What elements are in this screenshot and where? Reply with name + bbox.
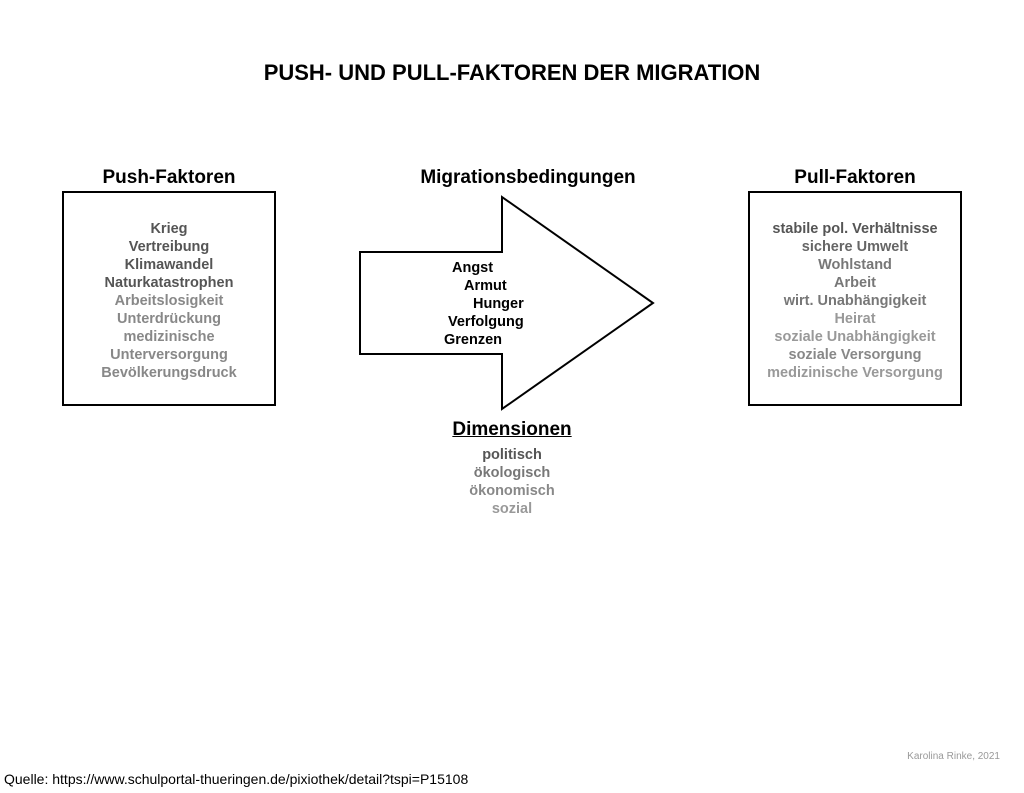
push-factor-item: Arbeitslosigkeit	[114, 293, 224, 309]
condition-item: Hunger	[473, 296, 524, 312]
push-factors-box: Krieg Vertreibung Klimawandel Naturkatas…	[62, 191, 276, 406]
condition-item: Verfolgung	[448, 314, 524, 330]
push-factor-item: Naturkatastrophen	[104, 275, 234, 291]
push-factor-item: Unterdrückung	[117, 311, 221, 327]
push-factor-item: Krieg	[150, 221, 188, 237]
condition-item: Angst	[452, 260, 494, 276]
pull-factor-item: sichere Umwelt	[801, 239, 909, 255]
push-factor-item: Bevölkerungsdruck	[101, 365, 237, 381]
migration-heading: Migrationsbedingungen	[420, 167, 636, 188]
arrow-shape	[359, 195, 655, 411]
pull-factor-item: Heirat	[834, 311, 876, 327]
pull-factor-item: medizinische Versorgung	[767, 365, 943, 381]
dimension-list: politisch ökologisch ökonomisch sozial	[0, 446, 1024, 518]
pull-factor-item: soziale Unabhängigkeit	[774, 329, 936, 345]
push-factor-item: medizinische	[123, 329, 215, 345]
pull-factor-item: wirt. Unabhängigkeit	[783, 293, 927, 309]
pull-factor-item: Wohlstand	[818, 257, 892, 273]
source-citation: Quelle: https://www.schulportal-thuering…	[4, 771, 469, 787]
push-factor-list: Krieg Vertreibung Klimawandel Naturkatas…	[64, 220, 274, 382]
pull-heading: Pull-Faktoren	[794, 167, 916, 188]
dimension-item: sozial	[491, 501, 533, 517]
pull-factor-item: stabile pol. Verhältnisse	[772, 221, 938, 237]
pull-factor-item: soziale Versorgung	[788, 347, 922, 363]
push-heading: Push-Faktoren	[102, 167, 236, 188]
push-factor-item: Unterversorgung	[110, 347, 228, 363]
condition-item: Armut	[464, 278, 507, 294]
dimension-item: ökologisch	[473, 465, 551, 481]
condition-item: Grenzen	[444, 332, 503, 348]
dimension-item: politisch	[482, 447, 542, 463]
push-factor-item: Klimawandel	[124, 257, 214, 273]
author-credit: Karolina Rinke, 2021	[907, 751, 1000, 762]
pull-factors-box: stabile pol. Verhältnisse sichere Umwelt…	[748, 191, 962, 406]
pull-factor-item: Arbeit	[834, 275, 876, 291]
push-factor-item: Vertreibung	[128, 239, 210, 255]
pull-factor-list: stabile pol. Verhältnisse sichere Umwelt…	[750, 220, 960, 382]
arrow-outline	[359, 195, 655, 411]
page-title: PUSH- UND PULL-FAKTOREN DER MIGRATION	[263, 60, 761, 85]
dimensions-heading: Dimensionen	[452, 419, 572, 440]
dimension-item: ökonomisch	[469, 483, 555, 499]
